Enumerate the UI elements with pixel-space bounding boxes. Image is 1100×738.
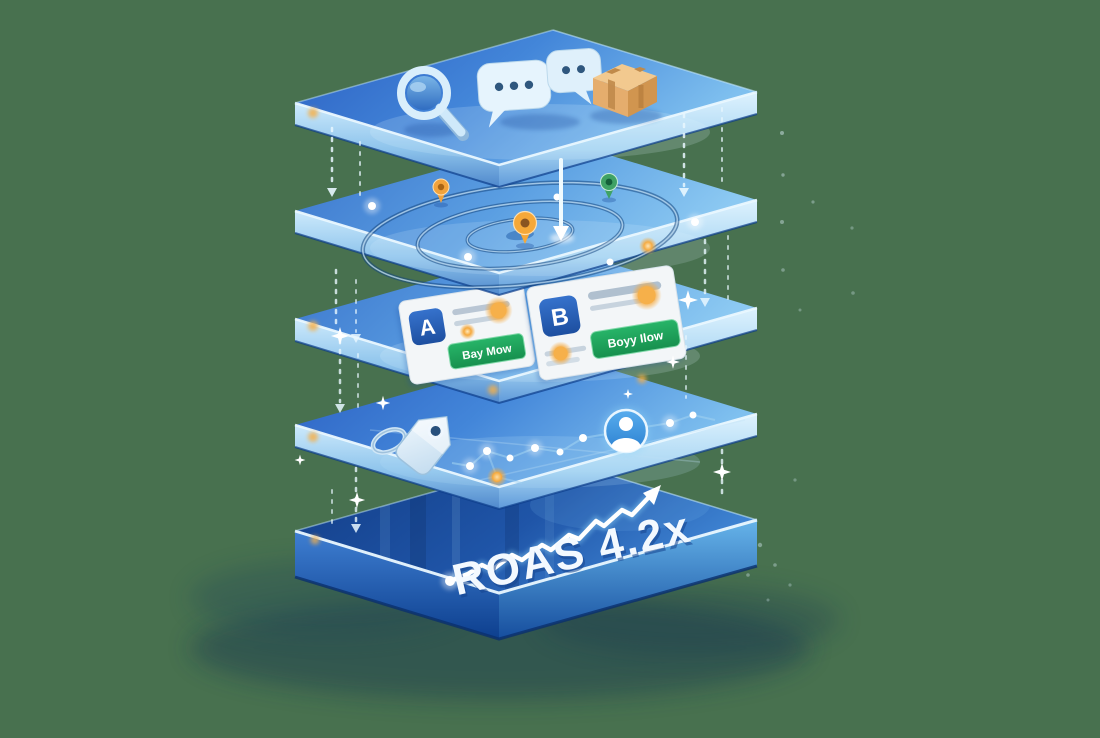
layer-2-top-face — [295, 138, 757, 273]
layer-4-right-face — [499, 414, 757, 509]
layer-5-left-face — [295, 531, 499, 639]
ab-test-card-a: A Bay Mow — [396, 282, 536, 388]
variant-b-badge — [539, 295, 581, 337]
location-pin-orange-large — [512, 210, 538, 249]
layer-2 — [294, 138, 758, 297]
trend-arrow-head — [643, 485, 661, 505]
search-icon — [397, 66, 469, 141]
package-box-icon — [590, 64, 662, 124]
location-pin-orange-small — [432, 178, 450, 208]
svg-text:A: A — [418, 314, 438, 341]
layer-2-left-face — [295, 211, 499, 295]
radar-rings-icon — [360, 180, 680, 290]
location-pin-green — [600, 173, 618, 203]
layer-3: A Bay Mow B Boyy Ilow — [294, 246, 758, 405]
journey-path — [451, 411, 716, 487]
user-avatar-icon — [602, 407, 650, 455]
layer-1-left-face — [295, 103, 499, 187]
ab-test-card-b: B Boyy Ilow — [524, 265, 687, 384]
layer-4 — [294, 352, 758, 511]
journey-nodes — [462, 411, 697, 487]
center-beam-arrow — [553, 155, 569, 241]
layer-5: ROAS 4.2x ROAS 4.2x — [294, 457, 758, 641]
layer-1 — [294, 29, 758, 189]
light-beams — [327, 107, 729, 533]
variant-a-badge — [408, 308, 446, 346]
svg-text:B: B — [549, 303, 570, 332]
trend-arrow-chart-icon — [441, 485, 661, 590]
price-tag-icon — [370, 415, 451, 476]
buy-now-button-a — [447, 333, 527, 370]
layer-5-top-face — [295, 458, 757, 593]
mist-speckles — [746, 131, 855, 602]
orange-bokeh-dots — [308, 108, 647, 545]
buy-now-button-b — [590, 319, 681, 359]
layer-4-left-face — [295, 425, 499, 509]
layer-5-right-face — [499, 520, 757, 639]
chat-bubbles-icon — [476, 48, 603, 130]
